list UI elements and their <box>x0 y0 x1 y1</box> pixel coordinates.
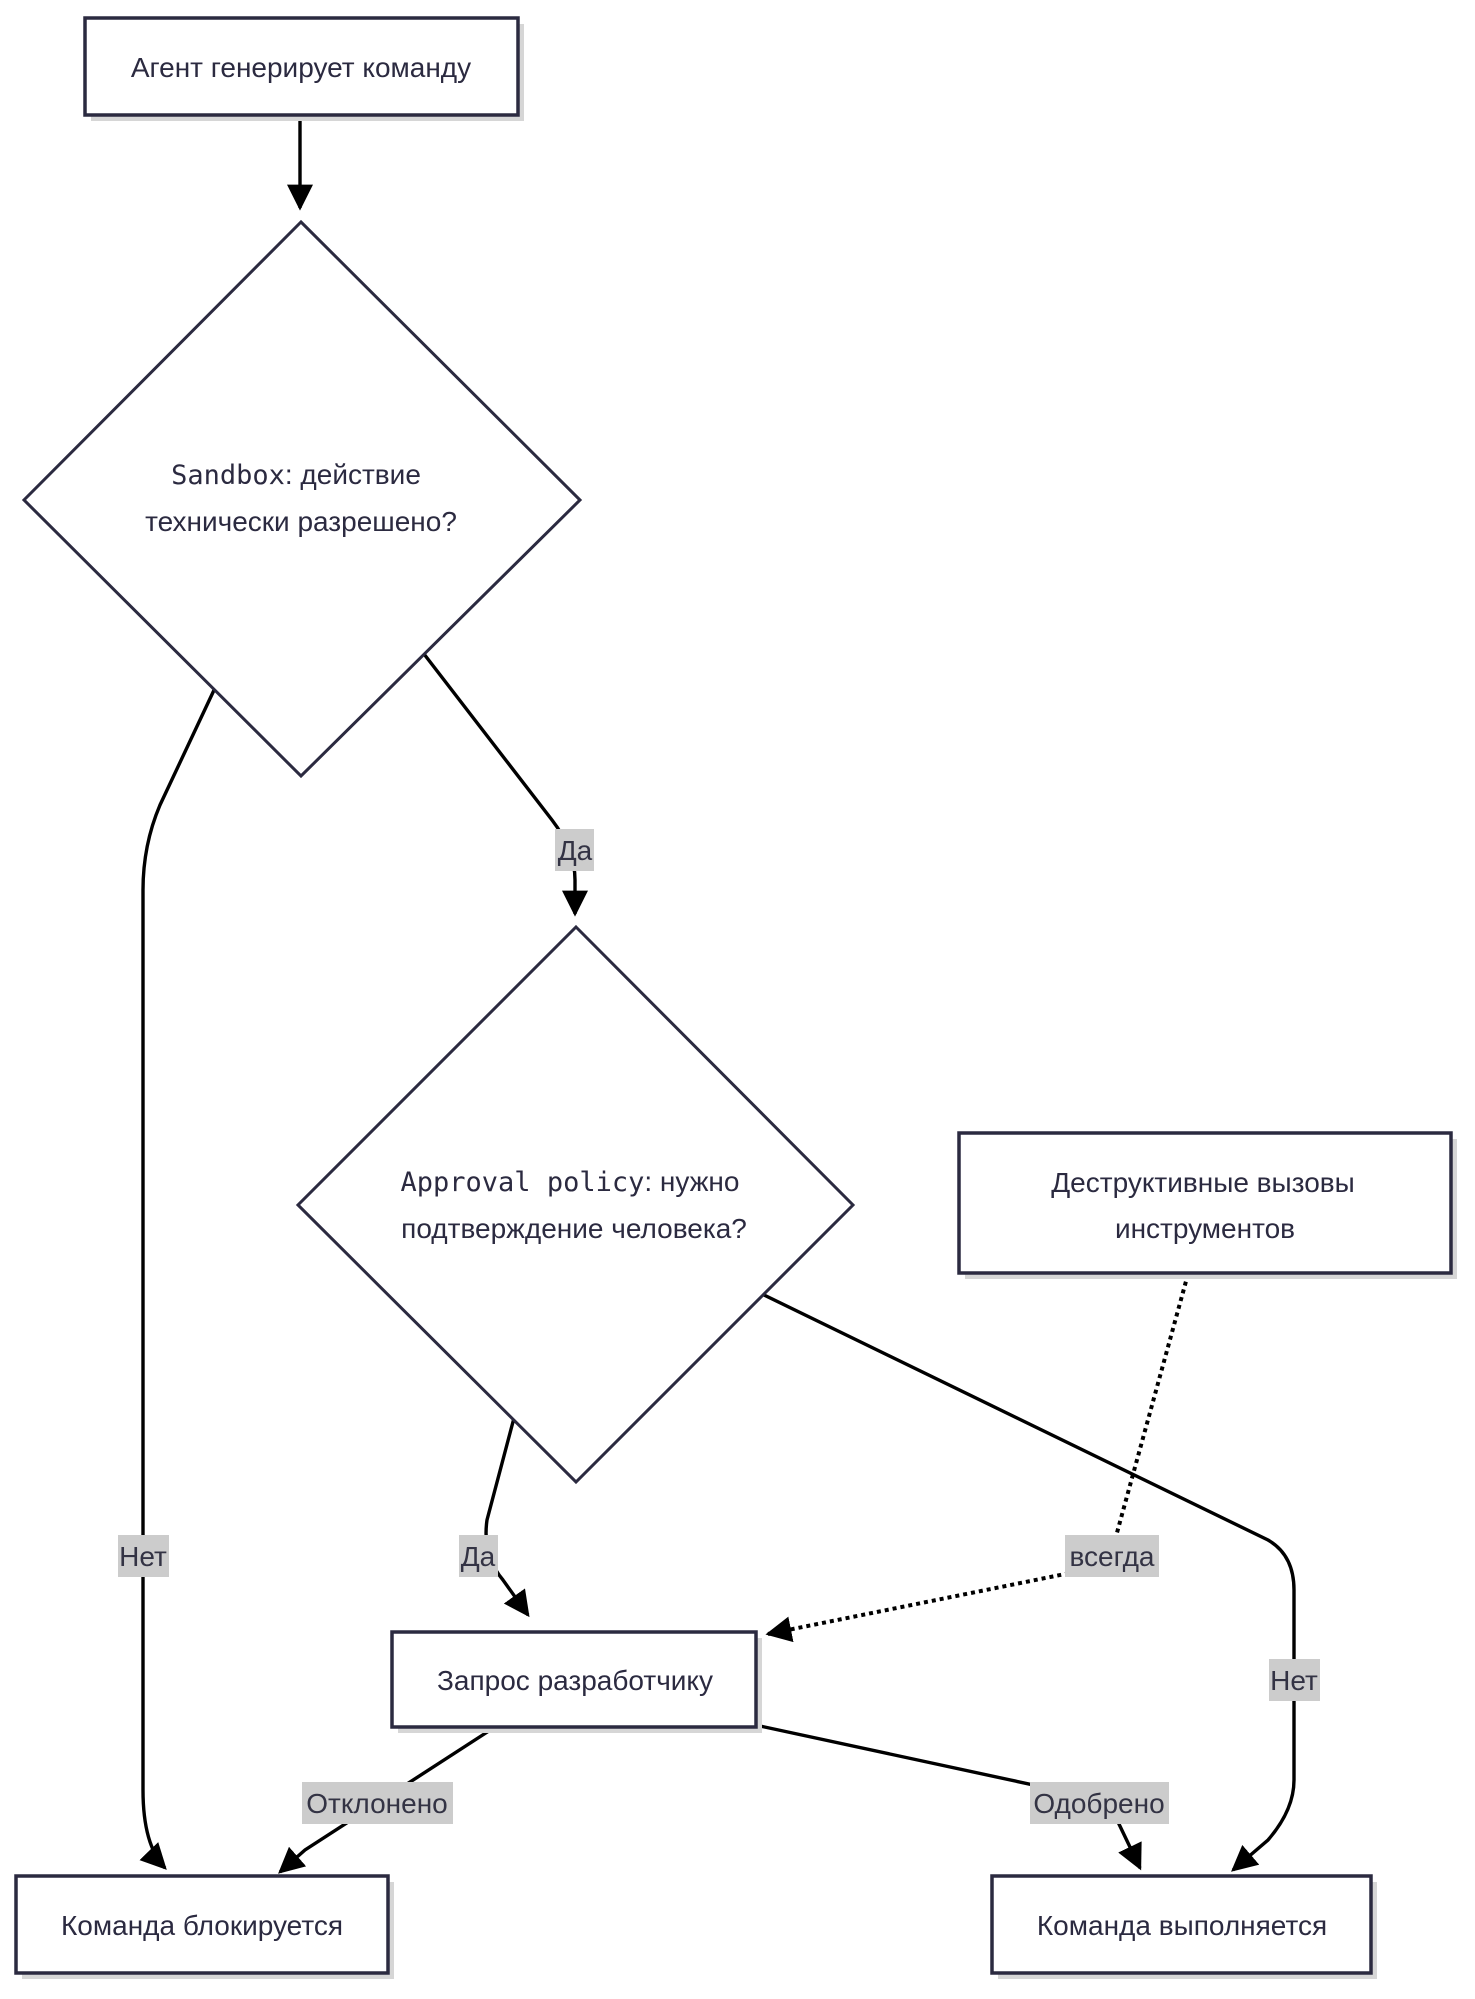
svg-text:Отклонено: Отклонено <box>306 1788 447 1819</box>
edge-label-sandbox-no: Нет <box>118 1535 169 1577</box>
node-executed-label: Команда выполняется <box>1037 1910 1327 1941</box>
svg-text:Нет: Нет <box>119 1541 167 1572</box>
node-developer-request: Запрос разработчику <box>390 1630 762 1733</box>
svg-text:Да: Да <box>558 835 593 866</box>
node-blocked-label: Команда блокируется <box>61 1910 343 1941</box>
edge-label-always: всегда <box>1065 1535 1159 1577</box>
edge-approval-yes <box>484 1417 530 1618</box>
node-sandbox-line2: технически разрешено? <box>145 506 457 537</box>
edge-sandbox-yes <box>422 652 588 917</box>
edge-approval-no <box>761 1292 1296 1872</box>
node-sandbox-line1: Sandbox: действие <box>171 459 421 491</box>
node-destructive-line1: Деструктивные вызовы <box>1051 1167 1355 1198</box>
edge-label-approved: Одобрено <box>1030 1782 1169 1824</box>
node-agent: Агент генерирует команду <box>83 16 524 121</box>
node-approval-line1: Approval policy: нужно <box>401 1166 740 1198</box>
node-agent-label: Агент генерирует команду <box>131 52 471 83</box>
edge-sandbox-no <box>139 687 217 1870</box>
node-destructive-calls: Деструктивные вызовы инструментов <box>957 1131 1457 1279</box>
node-destructive-line2: инструментов <box>1115 1213 1295 1244</box>
node-approval-line2: подтверждение человека? <box>401 1213 747 1244</box>
edge-label-rejected: Отклонено <box>302 1782 453 1824</box>
edge-label-sandbox-yes: Да <box>555 829 594 871</box>
node-sandbox-decision: Sandbox: действие технически разрешено? <box>21 219 583 779</box>
node-command-executed: Команда выполняется <box>990 1874 1377 1979</box>
svg-text:всегда: всегда <box>1070 1541 1155 1572</box>
svg-text:Нет: Нет <box>1270 1665 1318 1696</box>
edge-request-rejected <box>278 1725 496 1874</box>
svg-text:Да: Да <box>461 1541 496 1572</box>
node-command-blocked: Команда блокируется <box>14 1874 394 1979</box>
svg-text:Одобрено: Одобрено <box>1033 1788 1164 1819</box>
node-approval-decision: Approval policy: нужно подтверждение чел… <box>295 924 856 1485</box>
node-request-label: Запрос разработчику <box>437 1665 713 1696</box>
edge-label-approval-yes: Да <box>459 1535 498 1577</box>
edge-label-approval-no: Нет <box>1269 1659 1320 1701</box>
